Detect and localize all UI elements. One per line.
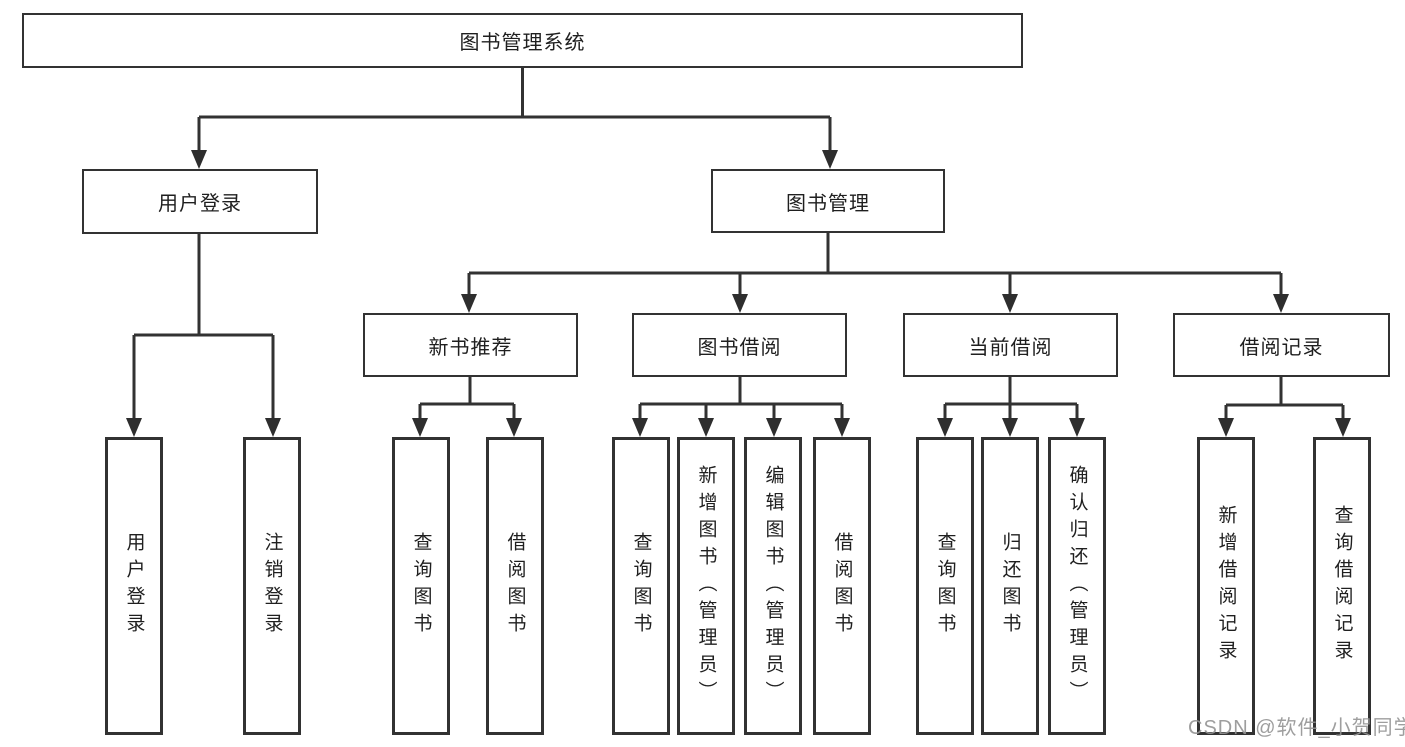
leaf-label: 借阅图书 — [831, 532, 853, 640]
leaf-borrow-book: 借阅图书 — [813, 437, 871, 735]
csdn-watermark: CSDN @软件_小贺同学 — [1188, 717, 1405, 739]
leaf-label: 用户登录 — [123, 532, 145, 640]
leaf-add-book-admin: 新增图书（管理员） — [677, 437, 735, 735]
leaf-return-book: 归还图书 — [981, 437, 1039, 735]
leaf-label: 归还图书 — [999, 532, 1021, 640]
leaf-user-login: 用户登录 — [105, 437, 163, 735]
node-new-book-recommend: 新书推荐 — [363, 313, 578, 377]
node-label: 新书推荐 — [428, 336, 513, 359]
leaf-query-book-borrow: 查询图书 — [612, 437, 670, 735]
leaf-query-borrow-record: 查询借阅记录 — [1313, 437, 1371, 735]
node-label: 当前借阅 — [968, 336, 1053, 359]
leaf-label: 新增借阅记录 — [1215, 505, 1237, 667]
node-label: 图书管理 — [786, 192, 870, 215]
leaf-query-book-recommend: 查询图书 — [392, 437, 450, 735]
node-label: 用户登录 — [158, 193, 242, 215]
leaf-label: 查询借阅记录 — [1331, 505, 1353, 667]
node-system-root: 图书管理系统 — [22, 13, 1023, 68]
node-book-borrow: 图书借阅 — [632, 313, 847, 377]
leaf-confirm-return-admin: 确认归还（管理员） — [1048, 437, 1106, 735]
leaf-label: 编辑图书（管理员） — [762, 464, 784, 708]
node-label: 图书管理系统 — [459, 32, 586, 54]
leaf-query-book-current: 查询图书 — [916, 437, 974, 735]
node-book-management: 图书管理 — [711, 169, 945, 233]
node-current-borrow: 当前借阅 — [903, 313, 1118, 377]
leaf-label: 借阅图书 — [504, 532, 526, 640]
node-borrow-record: 借阅记录 — [1173, 313, 1390, 377]
leaf-logout: 注销登录 — [243, 437, 301, 735]
leaf-edit-book-admin: 编辑图书（管理员） — [744, 437, 802, 735]
leaf-borrow-book-recommend: 借阅图书 — [486, 437, 544, 735]
leaf-label: 查询图书 — [934, 532, 956, 640]
leaf-add-borrow-record: 新增借阅记录 — [1197, 437, 1255, 735]
node-label: 图书借阅 — [697, 336, 782, 359]
leaf-label: 注销登录 — [261, 532, 283, 640]
leaf-label: 确认归还（管理员） — [1066, 464, 1088, 708]
node-label: 借阅记录 — [1239, 336, 1324, 359]
leaf-label: 查询图书 — [410, 532, 432, 640]
leaf-label: 查询图书 — [630, 532, 652, 640]
leaf-label: 新增图书（管理员） — [695, 464, 717, 708]
node-user-login: 用户登录 — [82, 169, 318, 234]
